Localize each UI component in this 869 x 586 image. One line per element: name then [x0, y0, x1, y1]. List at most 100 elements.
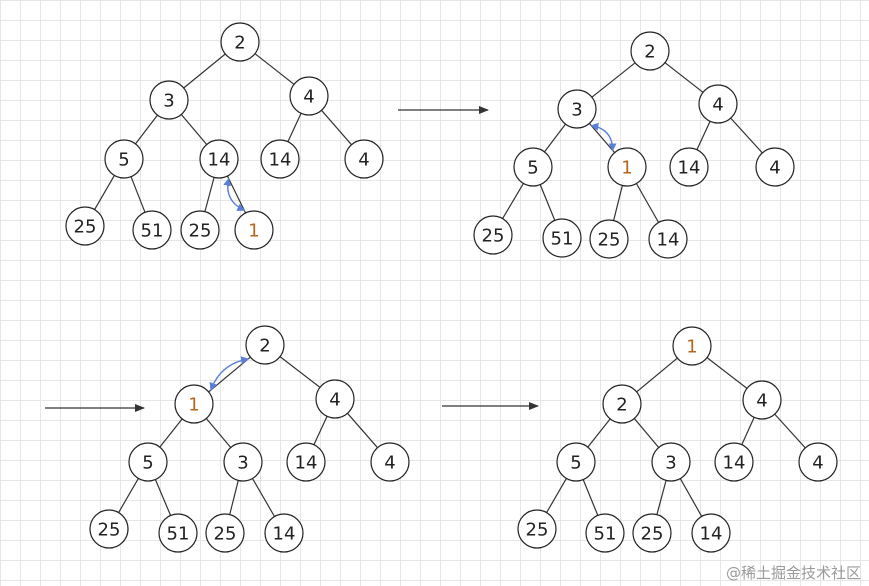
node-circle	[542, 218, 582, 258]
heap-node: 4	[289, 76, 329, 116]
heap-node: 14	[648, 219, 688, 259]
node-circle	[65, 206, 105, 246]
tree-edge	[135, 114, 158, 145]
node-circle	[158, 513, 198, 553]
node-circle	[602, 384, 642, 424]
node-label: 4	[769, 158, 780, 179]
node-label: 4	[756, 391, 767, 412]
node-label: 4	[812, 453, 823, 474]
heap-node: 14	[286, 442, 326, 482]
node-label: 14	[273, 524, 296, 545]
tree-edge	[94, 175, 115, 210]
swap-arrow	[209, 356, 250, 391]
node-circle	[755, 147, 795, 187]
node-circle	[714, 442, 754, 482]
heap-node: 14	[669, 147, 709, 187]
tree-edge	[279, 356, 321, 388]
node-label: 14	[657, 230, 680, 251]
node-circle	[180, 210, 220, 250]
node-label: 4	[712, 95, 723, 116]
node-circle	[245, 325, 285, 365]
tree-edge	[154, 479, 172, 516]
heap-node: 2	[602, 384, 642, 424]
heap-node: 25	[65, 206, 105, 246]
node-circle	[132, 210, 172, 250]
node-label: 14	[295, 453, 318, 474]
heap-node: 5	[128, 442, 168, 482]
heap-node: 1	[234, 210, 274, 250]
tree-edge	[741, 417, 755, 445]
tree-edge	[591, 62, 636, 98]
tree-edge	[636, 357, 678, 393]
node-label: 25	[214, 524, 237, 545]
node-circle	[199, 139, 239, 179]
tree-edge	[679, 478, 703, 517]
node-circle	[104, 139, 144, 179]
node-circle	[513, 147, 553, 187]
heap-node: 14	[714, 442, 754, 482]
node-label: 1	[686, 337, 697, 358]
node-label: 4	[384, 453, 395, 474]
tree-edge	[229, 480, 239, 515]
node-circle	[630, 31, 670, 71]
heap-node: 1	[607, 147, 647, 187]
node-circle	[315, 379, 355, 419]
node-label: 5	[142, 453, 153, 474]
node-circle	[742, 380, 782, 420]
heap-node: 4	[315, 379, 355, 419]
node-label: 5	[570, 453, 581, 474]
tree-edge	[226, 175, 247, 214]
heap-node: 25	[89, 509, 129, 549]
node-circle	[556, 442, 596, 482]
node-label: 14	[269, 150, 292, 171]
node-label: 25	[189, 221, 212, 242]
node-circle	[557, 89, 597, 129]
tree-edge	[546, 478, 567, 513]
node-label: 14	[723, 453, 746, 474]
tree-edge	[587, 418, 611, 448]
node-label: 3	[665, 453, 676, 474]
node-circle	[589, 219, 629, 259]
node-label: 4	[303, 87, 314, 108]
node-label: 51	[167, 524, 190, 545]
heap-node: 5	[513, 147, 553, 187]
tree-edge	[130, 176, 146, 213]
tree-edge	[321, 109, 352, 146]
node-circle	[149, 80, 189, 120]
node-circle	[691, 513, 731, 553]
node-label: 1	[621, 158, 632, 179]
tree-edge	[251, 478, 276, 517]
heap-node: 4	[742, 380, 782, 420]
node-label: 14	[700, 524, 723, 545]
node-label: 5	[527, 158, 538, 179]
tree-edge	[539, 184, 556, 221]
tree-edge	[180, 114, 208, 145]
node-circle	[607, 147, 647, 187]
node-label: 25	[74, 217, 97, 238]
node-circle	[128, 442, 168, 482]
node-label: 2	[644, 42, 655, 63]
node-label: 51	[141, 221, 164, 242]
heap-node: 4	[755, 147, 795, 187]
node-label: 1	[188, 395, 199, 416]
node-circle	[648, 219, 688, 259]
tree-edge	[730, 117, 763, 154]
node-label: 2	[259, 336, 270, 357]
tree-edge	[656, 480, 667, 515]
heap-node: 51	[132, 210, 172, 250]
heap-node: 1	[174, 384, 214, 424]
node-label: 25	[526, 520, 549, 541]
heap-node: 5	[104, 139, 144, 179]
tree-edge	[633, 418, 660, 448]
node-label: 4	[329, 390, 340, 411]
heap-node: 1	[672, 326, 712, 366]
node-label: 25	[482, 226, 505, 247]
node-circle	[632, 513, 672, 553]
tree-edge	[774, 413, 806, 449]
tree-edge	[706, 357, 748, 389]
node-label: 14	[678, 158, 701, 179]
tree-edge	[208, 356, 251, 393]
node-circle	[289, 76, 329, 116]
heap-node: 14	[260, 139, 300, 179]
